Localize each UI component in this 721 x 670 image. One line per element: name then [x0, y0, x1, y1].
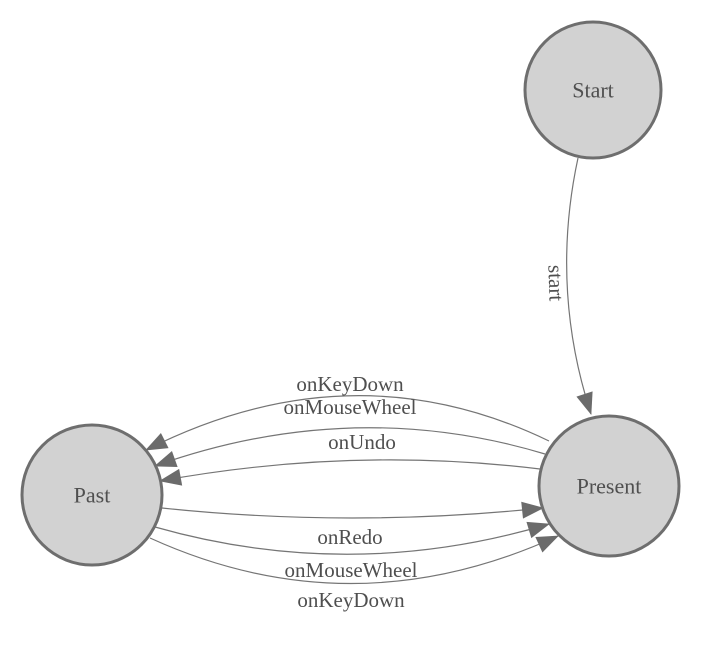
- node-circle-past: [20, 423, 164, 567]
- edge-label-present-to-past-onmousewheel: onMouseWheel: [284, 395, 417, 419]
- edge-labels-layer: startonKeyDownonMouseWheelonUndoonRedoon…: [284, 265, 569, 612]
- edge-present-to-past-onundo: [159, 459, 541, 486]
- edge-start-to-present: [566, 157, 593, 415]
- edge-label-past-to-present-onmousewheel: onMouseWheel: [285, 558, 418, 582]
- edge-past-to-present-onkeydown: [149, 535, 559, 585]
- edge-past-to-present-onmousewheel: [154, 521, 550, 555]
- node-label-start: Start: [572, 78, 614, 103]
- node-label-present: Present: [577, 474, 642, 499]
- node-label-past: Past: [74, 483, 111, 508]
- edge-present-to-past-onkeydown: [145, 395, 550, 451]
- node-present: Present: [537, 414, 681, 558]
- node-past: Past: [20, 423, 164, 567]
- edge-present-to-past-onmousewheel: [154, 427, 546, 467]
- node-start: Start: [523, 20, 663, 160]
- edge-label-past-to-present-onredo: onRedo: [317, 525, 382, 549]
- node-circle-present: [537, 414, 681, 558]
- edges-layer: [145, 157, 593, 585]
- edge-past-to-present-onredo: [161, 501, 544, 519]
- edge-label-present-to-past-onkeydown: onKeyDown: [296, 372, 404, 396]
- edge-label-past-to-present-onkeydown: onKeyDown: [297, 588, 405, 612]
- edge-label-start-to-present: start: [543, 265, 568, 302]
- edge-label-present-to-past-onundo: onUndo: [328, 430, 396, 454]
- node-circle-start: [523, 20, 663, 160]
